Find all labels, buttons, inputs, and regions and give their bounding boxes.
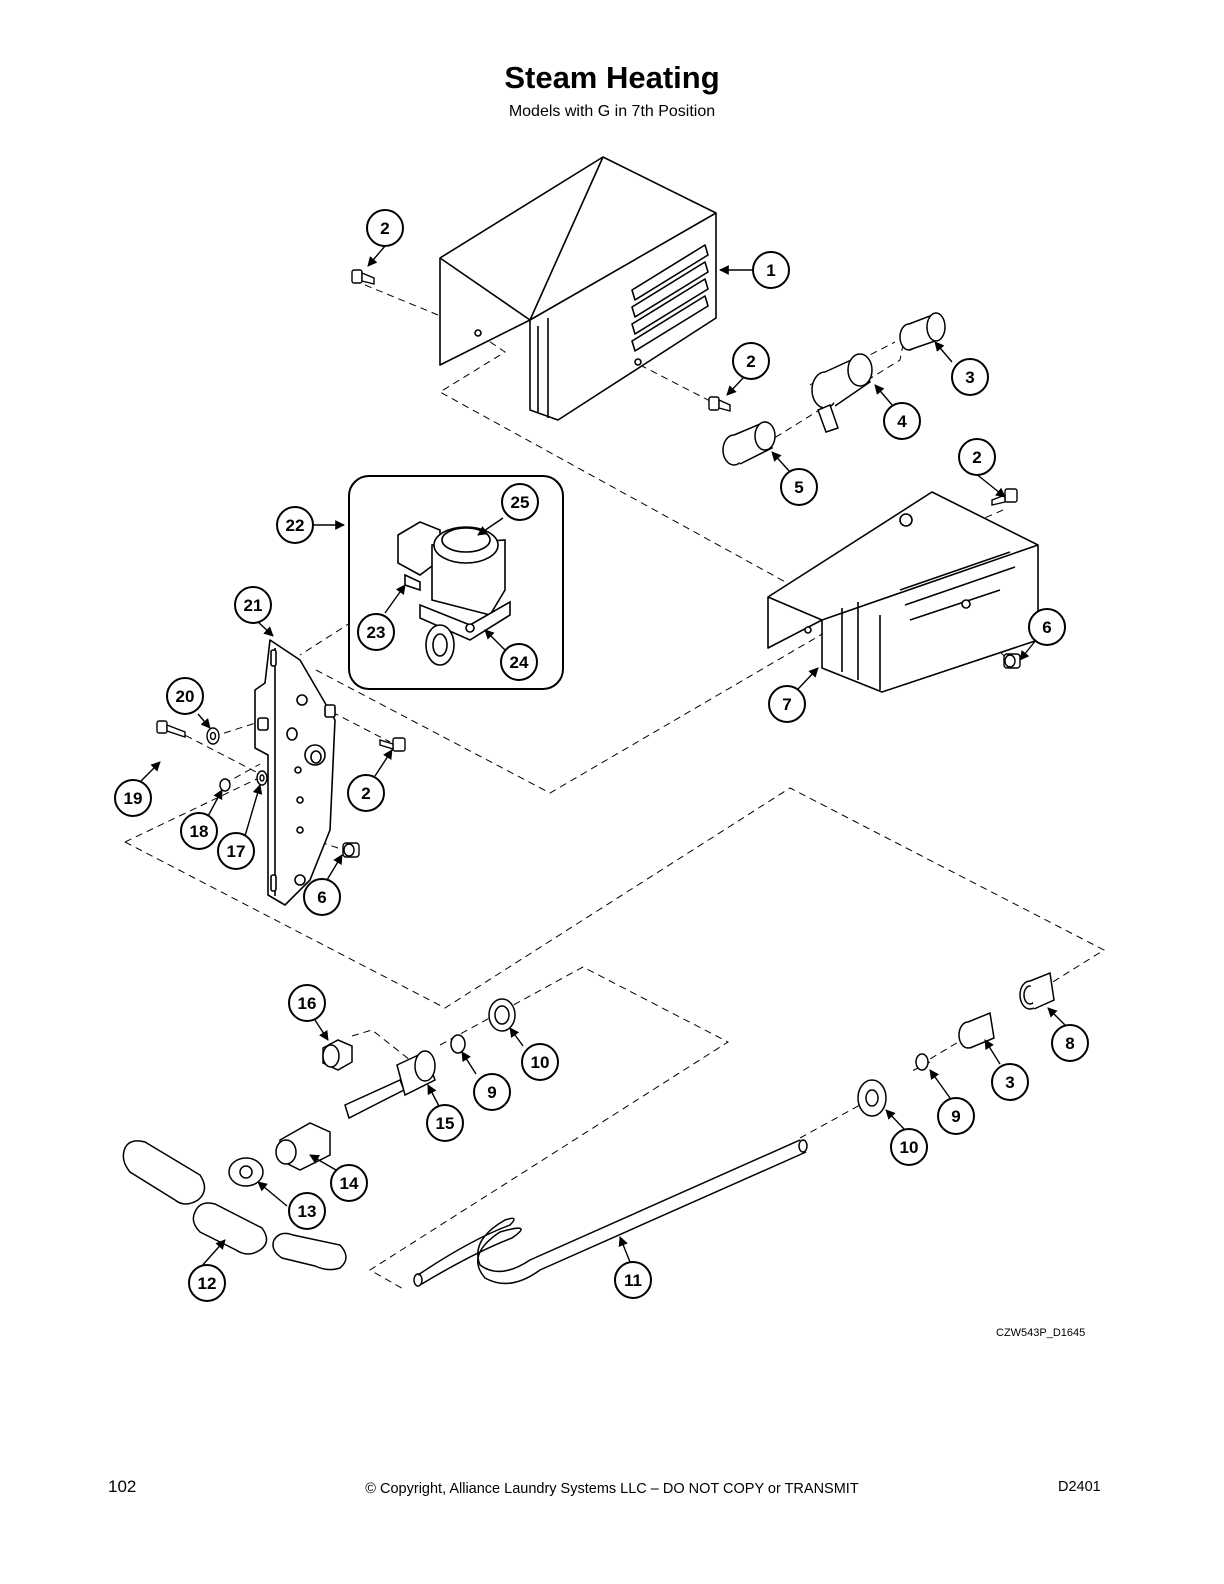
tray-part-7: [767, 491, 1039, 693]
callout-2: 2: [347, 774, 385, 812]
callout-6: 6: [303, 878, 341, 916]
callout-1: 1: [752, 251, 790, 289]
callout-10: 10: [890, 1128, 928, 1166]
svg-text:10: 10: [900, 1138, 919, 1157]
callout-13: 13: [288, 1192, 326, 1230]
clamp-parts-12-13: [122, 1140, 347, 1271]
tube-part-11: [413, 1139, 808, 1287]
page-number: 102: [108, 1477, 137, 1496]
callout-9: 9: [473, 1073, 511, 1111]
svg-text:2: 2: [972, 448, 981, 467]
callout-markers: 1 2 2 2 2 3 3 4 5 6 6 7 8 9 9 10 10 11 1…: [114, 209, 1089, 1302]
svg-text:17: 17: [227, 842, 246, 861]
solenoid-valve-inset-22: [348, 475, 564, 690]
callout-22: 22: [276, 506, 314, 544]
cover-part-1: [439, 156, 717, 421]
probe-parts-14-15-16: [275, 1039, 436, 1171]
callout-10: 10: [521, 1043, 559, 1081]
svg-text:7: 7: [782, 695, 791, 714]
svg-text:9: 9: [951, 1107, 960, 1126]
callout-21: 21: [234, 586, 272, 624]
callout-3: 3: [991, 1063, 1029, 1101]
svg-text:24: 24: [510, 653, 529, 672]
svg-text:4: 4: [897, 412, 907, 431]
svg-text:18: 18: [190, 822, 209, 841]
callout-19: 19: [114, 779, 152, 817]
svg-text:16: 16: [298, 994, 317, 1013]
callout-2: 2: [366, 209, 404, 247]
callout-2: 2: [958, 438, 996, 476]
svg-text:6: 6: [317, 888, 326, 907]
svg-text:2: 2: [746, 352, 755, 371]
document-id: D2401: [1058, 1479, 1101, 1495]
page-subtitle: Models with G in 7th Position: [508, 103, 716, 120]
callout-4: 4: [883, 402, 921, 440]
svg-text:2: 2: [380, 219, 389, 238]
svg-text:11: 11: [624, 1271, 642, 1290]
fitting-parts-3-4-5: [722, 312, 946, 466]
drawing-code: CZW543P_D1645: [996, 1327, 1086, 1339]
svg-text:12: 12: [198, 1274, 217, 1293]
svg-text:2: 2: [361, 784, 370, 803]
callout-8: 8: [1051, 1024, 1089, 1062]
nut-part-6: [342, 653, 1021, 858]
bracket-part-21: [254, 639, 336, 906]
svg-text:6: 6: [1042, 618, 1051, 637]
callout-24: 24: [500, 643, 538, 681]
fittings-parts-8-9-10: [450, 971, 1055, 1117]
svg-text:14: 14: [340, 1174, 359, 1193]
callout-6: 6: [1028, 608, 1066, 646]
svg-text:1: 1: [766, 261, 775, 280]
svg-text:8: 8: [1065, 1034, 1074, 1053]
callout-23: 23: [357, 613, 395, 651]
svg-text:10: 10: [531, 1053, 550, 1072]
svg-text:3: 3: [1005, 1073, 1014, 1092]
callout-12: 12: [188, 1264, 226, 1302]
callout-17: 17: [217, 832, 255, 870]
svg-text:9: 9: [487, 1083, 496, 1102]
callout-16: 16: [288, 984, 326, 1022]
svg-text:19: 19: [124, 789, 143, 808]
callout-3: 3: [951, 358, 989, 396]
callout-9: 9: [937, 1097, 975, 1135]
svg-text:21: 21: [244, 596, 263, 615]
callout-14: 14: [330, 1164, 368, 1202]
svg-text:23: 23: [367, 623, 386, 642]
callout-leaders: [139, 245, 1067, 1269]
callout-18: 18: [180, 812, 218, 850]
callout-7: 7: [768, 685, 806, 723]
svg-text:22: 22: [286, 516, 305, 535]
callout-2: 2: [732, 342, 770, 380]
svg-text:25: 25: [511, 493, 530, 512]
svg-text:13: 13: [298, 1202, 317, 1221]
callout-25: 25: [501, 483, 539, 521]
svg-text:20: 20: [176, 687, 195, 706]
page-title: Steam Heating: [504, 60, 720, 95]
svg-text:15: 15: [436, 1114, 455, 1133]
small-hardware-17-20: [156, 720, 268, 792]
callout-15: 15: [426, 1104, 464, 1142]
callout-5: 5: [780, 468, 818, 506]
callout-11: 11: [614, 1261, 652, 1299]
svg-text:5: 5: [794, 478, 803, 497]
svg-text:3: 3: [965, 368, 974, 387]
screw-part-2: [351, 269, 1018, 752]
copyright-notice: © Copyright, Alliance Laundry Systems LL…: [365, 1481, 859, 1497]
callout-20: 20: [166, 677, 204, 715]
